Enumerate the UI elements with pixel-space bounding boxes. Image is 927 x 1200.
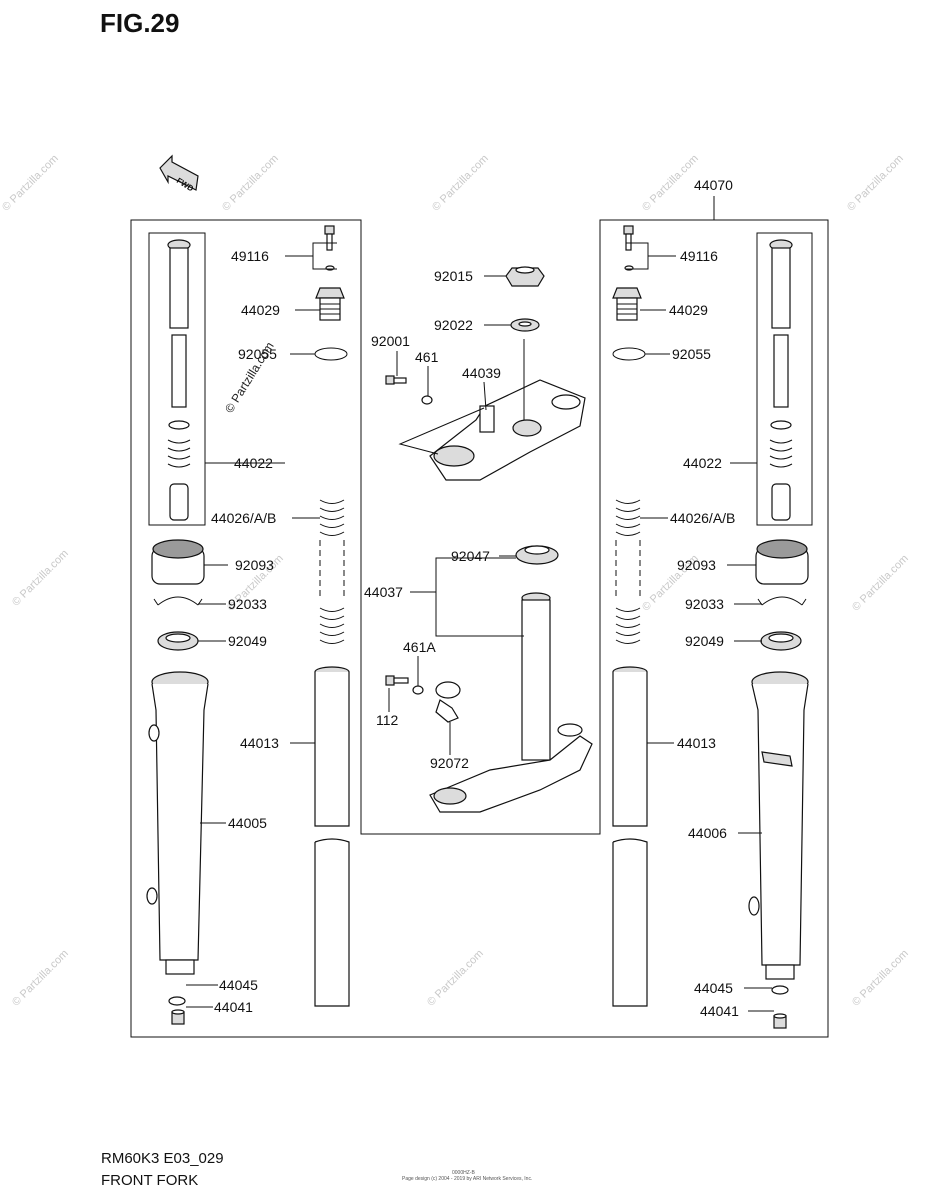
lower-bracket xyxy=(429,723,593,813)
right-fork-cap-bolt xyxy=(612,287,642,321)
right-damper-rod xyxy=(769,239,793,521)
left-inner-tube xyxy=(314,666,350,1007)
callout-92049-right: 92049 xyxy=(685,633,724,649)
callout-49116-left: 49116 xyxy=(231,248,269,264)
left-fork-spring xyxy=(319,499,345,644)
figure-caption: FRONT FORK xyxy=(101,1172,199,1189)
lock-washer xyxy=(421,395,433,405)
steering-stem xyxy=(521,592,551,761)
left-adjuster-screw xyxy=(324,225,335,271)
callout-44041-right: 44041 xyxy=(700,1003,739,1019)
callout-49116-right: 49116 xyxy=(680,248,718,264)
right-dust-seal xyxy=(755,539,809,585)
callout-44022-left: 44022 xyxy=(234,455,273,471)
callout-92047: 92047 xyxy=(451,548,490,564)
figure-title: FIG.29 xyxy=(100,8,180,38)
left-cartridge-box xyxy=(148,232,206,526)
callout-461: 461 xyxy=(415,349,439,365)
callout-44045-left: 44045 xyxy=(219,977,258,993)
callout-92033-left: 92033 xyxy=(228,596,267,612)
stem-washer xyxy=(510,318,540,332)
left-oil-seal xyxy=(157,631,199,651)
callout-92015: 92015 xyxy=(434,268,473,284)
assembly-number-label: 44070 xyxy=(694,177,733,193)
callout-92072: 92072 xyxy=(430,755,469,771)
cable-guide-bolt xyxy=(385,675,409,686)
callout-112: 112 xyxy=(376,712,399,728)
callout-92022: 92022 xyxy=(434,317,473,333)
callout-92093-right: 92093 xyxy=(677,557,716,573)
callout-44026-left: 44026/A/B xyxy=(211,510,276,526)
callout-44041-left: 44041 xyxy=(214,999,253,1015)
left-washer xyxy=(168,996,186,1006)
right-washer xyxy=(771,985,789,995)
callout-92001: 92001 xyxy=(371,333,410,349)
callout-44037: 44037 xyxy=(364,584,403,600)
callout-44029-left: 44029 xyxy=(241,302,280,318)
right-o-ring xyxy=(612,347,646,361)
callout-92033-right: 92033 xyxy=(685,596,724,612)
right-cartridge-box xyxy=(756,232,813,526)
right-oil-seal xyxy=(760,631,802,651)
right-inner-tube xyxy=(612,666,648,1007)
callout-44006: 44006 xyxy=(688,825,727,841)
right-stopper-ring xyxy=(757,596,807,606)
callout-44013-left: 44013 xyxy=(240,735,279,751)
left-fork-frame xyxy=(130,219,829,1038)
callout-92055-right: 92055 xyxy=(672,346,711,362)
callout-44005: 44005 xyxy=(228,815,267,831)
footer-note: Page design (c) 2004 - 2019 by ARI Netwo… xyxy=(402,1176,533,1182)
callout-461a: 461A xyxy=(403,639,436,655)
callout-44029-right: 44029 xyxy=(669,302,708,318)
model-code: RM60K3 E03_029 xyxy=(101,1150,224,1167)
left-o-ring xyxy=(314,347,348,361)
left-outer-tube xyxy=(146,671,209,975)
right-fork-spring xyxy=(615,499,641,644)
clamp-bolt xyxy=(385,375,407,385)
right-adjuster-screw xyxy=(623,225,634,271)
left-stopper-ring xyxy=(153,596,203,606)
callout-44013-right: 44013 xyxy=(677,735,716,751)
callout-44039: 44039 xyxy=(462,365,501,381)
left-dust-seal xyxy=(151,539,205,585)
small-code: 0000HZ-B xyxy=(452,1170,475,1176)
stem-bearing xyxy=(515,545,559,565)
right-outer-tube xyxy=(748,671,809,980)
left-fork-cap-bolt xyxy=(315,287,345,321)
upper-bracket xyxy=(429,379,586,481)
callout-44026-right: 44026/A/B xyxy=(670,510,735,526)
callout-44022-right: 44022 xyxy=(683,455,722,471)
steering-stem-nut xyxy=(505,266,545,287)
cable-guide-clamp xyxy=(435,681,461,723)
left-damper-rod xyxy=(167,239,191,521)
callout-92055-left: 92055 xyxy=(238,346,277,362)
fwd-arrow-icon: FWD xyxy=(159,154,199,193)
callout-44045-right: 44045 xyxy=(694,980,733,996)
callout-92049-left: 92049 xyxy=(228,633,267,649)
callout-92093-left: 92093 xyxy=(235,557,274,573)
left-bottom-bolt xyxy=(171,1009,185,1025)
right-bottom-bolt xyxy=(773,1013,787,1029)
lock-washer-461a xyxy=(412,685,424,695)
